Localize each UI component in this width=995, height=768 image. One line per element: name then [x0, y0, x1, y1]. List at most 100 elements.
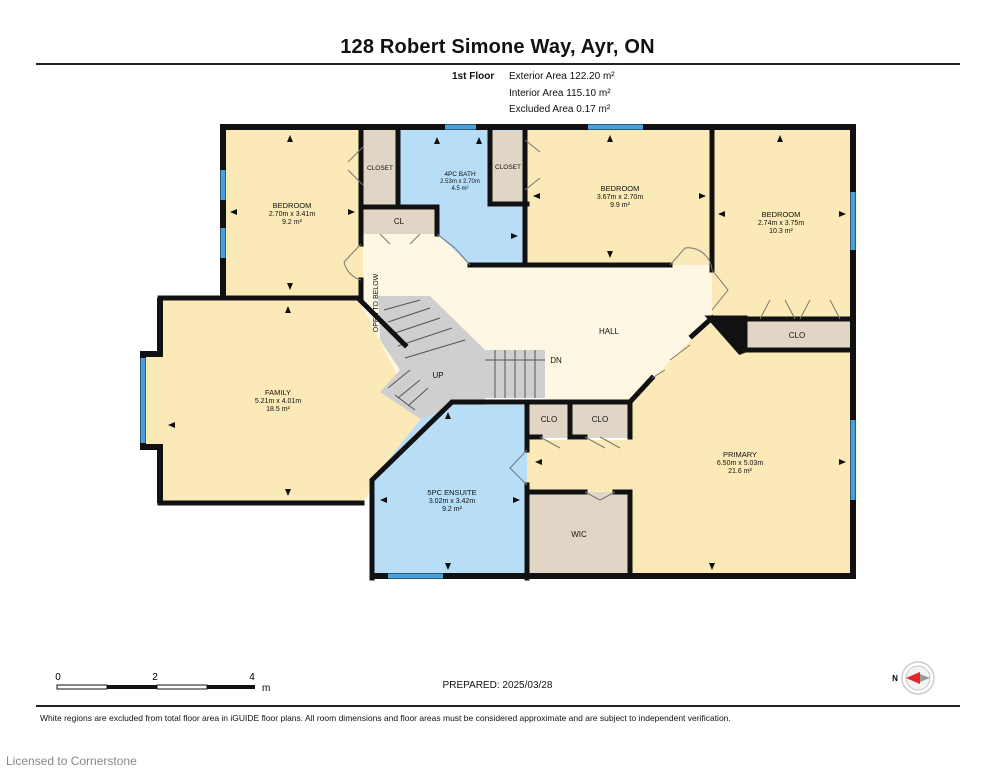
- doors: [343, 139, 841, 501]
- floor-label: 1st Floor: [452, 71, 495, 82]
- clo-right-name: CLO: [789, 331, 805, 340]
- wall-corner: [704, 315, 748, 355]
- compass-arrow-icon: [906, 672, 920, 684]
- clo-right-fill: [746, 319, 850, 350]
- tick: [287, 135, 293, 142]
- bedroom-mid-name: BEDROOM: [601, 184, 640, 193]
- stair-tread: [404, 339, 466, 359]
- tick: [445, 412, 451, 419]
- wall: [369, 399, 633, 581]
- compass-icon: N: [892, 661, 935, 695]
- door-swing: [524, 139, 541, 191]
- tick: [168, 422, 175, 428]
- license-watermark: Licensed to Cornerstone: [6, 754, 137, 768]
- family-name: FAMILY: [265, 388, 291, 397]
- door-swing: [436, 233, 471, 266]
- page-title: 128 Robert Simone Way, Ayr, ON: [340, 36, 655, 58]
- tick: [777, 135, 783, 142]
- stairs-up: UP: [432, 371, 443, 380]
- wic-fill: [529, 492, 629, 576]
- ensuite-fill: [372, 405, 527, 576]
- cl-name: CL: [394, 217, 405, 226]
- tick: [434, 137, 440, 144]
- family-bay-fill: [143, 354, 161, 447]
- door-swing: [651, 344, 691, 379]
- stair-tread: [387, 369, 411, 389]
- bath-area: 4.5 m²: [451, 186, 468, 192]
- tick: [285, 489, 291, 496]
- scale-segment-2: [107, 685, 157, 689]
- tick: [513, 497, 520, 503]
- tick: [348, 209, 355, 215]
- door-swing: [584, 491, 616, 501]
- bedroom-mid-area: 9.9 m²: [610, 202, 631, 209]
- wic-name: WIC: [571, 530, 587, 539]
- bedroom-left-name: BEDROOM: [273, 201, 312, 210]
- ensuite-name: 5PC ENSUITE: [427, 488, 476, 497]
- header-divider: [36, 63, 960, 65]
- stairs-fill: [378, 296, 545, 420]
- compass-tail-icon: [920, 674, 930, 682]
- scale-segment-4: [207, 685, 255, 689]
- tick: [718, 211, 725, 217]
- bedroom-left-area: 9.2 m²: [282, 219, 303, 226]
- room-labels: BEDROOM 2.70m x 3.41m 9.2 m² CLOSET 4PC …: [255, 164, 805, 539]
- wall: [688, 314, 716, 340]
- closet-mid-name: CLOSET: [495, 164, 521, 171]
- clo-b-fill: [572, 403, 629, 438]
- bedroom-right-fill: [712, 127, 853, 319]
- tick: [839, 459, 846, 465]
- compass-north-label: N: [892, 674, 898, 683]
- family-dims: 5.21m x 4.01m: [255, 398, 301, 405]
- tick: [607, 251, 613, 258]
- family-fill: [160, 298, 420, 503]
- dimension-ticks: [168, 135, 846, 570]
- tick: [230, 209, 237, 215]
- exterior-area: Exterior Area 122.20 m²: [509, 71, 615, 82]
- scale-label-0: 0: [55, 672, 61, 683]
- door-swing: [539, 436, 621, 449]
- door-swing: [347, 146, 364, 186]
- bedroom-left-fill: [223, 127, 363, 298]
- stair-arrow: [394, 394, 416, 411]
- stair-tread: [383, 299, 421, 311]
- scale-label-2: 2: [152, 672, 158, 683]
- bedroom-left-dims: 2.70m x 3.41m: [269, 211, 315, 218]
- footer-divider: [36, 705, 960, 707]
- door-swing: [343, 243, 362, 281]
- tick: [533, 193, 540, 199]
- primary-area: 21.6 m²: [728, 468, 752, 475]
- hall-name: HALL: [599, 327, 620, 336]
- tick: [380, 497, 387, 503]
- bedroom-mid-fill: [527, 127, 712, 265]
- clo-a-fill: [529, 403, 569, 438]
- open-to-below: OPEN TO BELOW: [373, 273, 380, 332]
- primary-name: PRIMARY: [723, 450, 757, 459]
- door-swing: [711, 269, 729, 311]
- family-area: 18.5 m²: [266, 406, 290, 413]
- closet-left-name: CLOSET: [367, 165, 393, 172]
- bedroom-mid-dims: 3.67m x 2.70m: [597, 194, 643, 201]
- bedroom-right-dims: 2.74m x 3.75m: [758, 220, 804, 227]
- clo-b-name: CLO: [592, 415, 608, 424]
- primary-dims: 6.50m x 5.03m: [717, 460, 763, 467]
- interior-walls: [157, 124, 856, 581]
- wall: [626, 374, 656, 406]
- stair-tread: [397, 327, 453, 347]
- door-swing: [379, 233, 421, 245]
- stairs-dn: DN: [550, 356, 562, 365]
- windows: [140, 124, 856, 579]
- bath-name: 4PC BATH: [444, 171, 476, 178]
- stair-tread: [397, 379, 421, 399]
- scale-label-4: 4: [249, 672, 255, 683]
- tick: [607, 135, 613, 142]
- ensuite-dims: 3.02m x 3.42m: [429, 498, 475, 505]
- tick: [709, 563, 715, 570]
- scale-bar: 0 2 4 m: [55, 672, 270, 694]
- tick: [287, 283, 293, 290]
- clo-a-name: CLO: [541, 415, 557, 424]
- tick: [445, 563, 451, 570]
- door-swing: [509, 449, 528, 486]
- prepared-date: PREPARED: 2025/03/28: [442, 680, 553, 691]
